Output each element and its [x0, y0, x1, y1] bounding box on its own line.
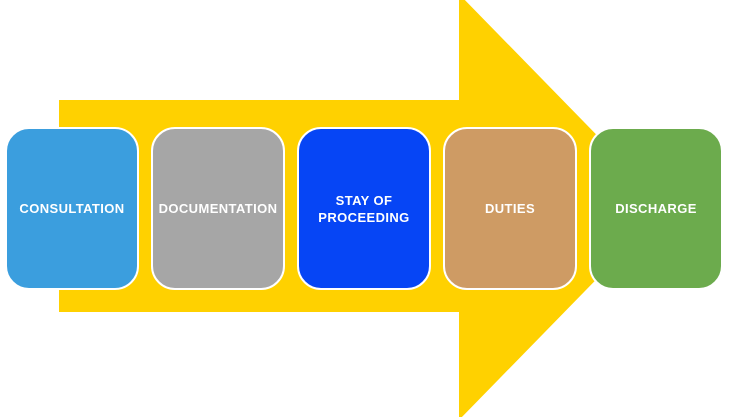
step-label-duties: DUTIES	[484, 201, 536, 216]
step-label-discharge: DISCHARGE	[615, 201, 697, 216]
process-step-discharge: DISCHARGE	[589, 127, 723, 290]
process-step-consultation: CONSULTATION	[5, 127, 139, 290]
step-label-stay-of-proceeding: STAY OF PROCEEDING	[318, 192, 410, 225]
step-label-consultation: CONSULTATION	[19, 201, 125, 216]
process-step-stay-of-proceeding: STAY OF PROCEEDING	[297, 127, 431, 290]
process-steps-row: CONSULTATION DOCUMENTATION STAY OF PROCE…	[5, 127, 725, 290]
process-step-documentation: DOCUMENTATION	[151, 127, 285, 290]
process-step-duties: DUTIES	[443, 127, 577, 290]
step-label-documentation: DOCUMENTATION	[158, 201, 278, 216]
